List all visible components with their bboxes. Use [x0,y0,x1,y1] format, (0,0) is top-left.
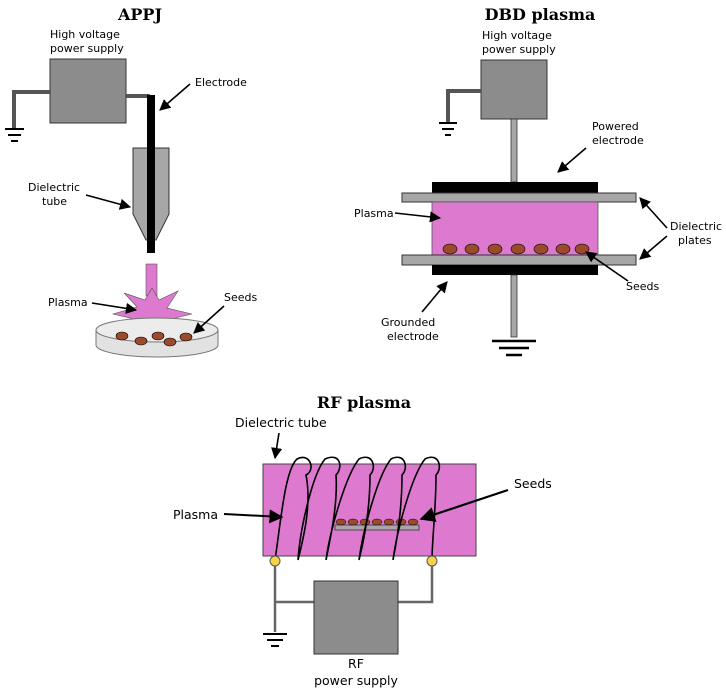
rf-seed [359,518,371,526]
appj-dielectric-label-line2: tube [42,195,67,208]
dbd-seeds [442,243,590,255]
dbd-dielectric-arrow-bottom [639,235,668,260]
dbd-dielectric-label-line2: plates [678,234,712,247]
appj-seed [179,332,193,342]
dbd-bottom-rod [510,274,518,338]
dbd-power-supply-box [480,59,548,120]
dbd-seed [464,243,480,255]
dbd-dielectric-label-line1: Dielectric [670,220,722,233]
dbd-power-label-line2: power supply [482,43,556,56]
appj-power-supply-box [49,58,127,124]
dbd-powered-arrow [557,147,587,173]
dbd-seeds-label: Seeds [626,280,660,293]
dbd-ground-wire [446,89,481,122]
appj-seeds [115,331,193,347]
dbd-seed [487,243,503,255]
rf-seeds-arrow [419,488,509,522]
dbd-grounded-label-line1: Grounded [381,316,435,329]
appj-ground-wire [12,90,50,128]
rf-title: RF plasma [317,393,411,412]
appj-seed [134,336,148,346]
dbd-power-label-line1: High voltage [482,29,552,42]
rf-seed [407,518,419,526]
dbd-grounded-label-line2: electrode [387,330,439,343]
appj-panel: APPJ High voltage power supply [5,5,258,358]
rf-seed [347,518,359,526]
dbd-seeds-arrow [585,251,629,282]
appj-seed [163,337,177,347]
appj-seeds-label: Seeds [224,291,258,304]
appj-seed [115,331,129,341]
dbd-panel: DBD plasma High voltage power supply [354,5,722,357]
rf-seed-tray [334,524,420,531]
dbd-title: DBD plasma [485,5,596,24]
rf-right-terminal [426,555,438,567]
dbd-seed [510,243,526,255]
rf-power-label-line1: RF [348,656,364,671]
rf-seeds-label: Seeds [514,476,552,491]
dbd-seed [555,243,571,255]
rf-seeds [335,518,419,526]
appj-ground-icon [5,128,24,142]
appj-seed [151,331,165,341]
dbd-plasma-arrow [394,211,442,223]
rf-coil [274,456,441,561]
dbd-ground-icon-top [439,122,457,136]
dbd-seed [533,243,549,255]
appj-electrode-label: Electrode [195,76,247,89]
appj-seeds-arrow [193,305,225,334]
dbd-top-rod [510,118,518,183]
dbd-ground-icon-bottom [492,339,536,357]
appj-electrode [147,95,155,253]
rf-power-label-line2: power supply [314,673,398,688]
rf-seed [383,518,395,526]
dbd-plasma-label: Plasma [354,207,394,220]
dbd-seed [442,243,458,255]
dbd-dielectric-arrow-top [639,197,668,229]
rf-ground-icon [263,633,287,647]
appj-dielectric-label-line1: Dielectric [28,181,80,194]
appj-power-label-line2: power supply [50,42,124,55]
appj-plasma-arrow [91,302,138,314]
rf-power-supply-box [313,580,399,655]
appj-title: APPJ [117,5,162,24]
rf-tube-label: Dielectric tube [235,415,327,430]
rf-seed [371,518,383,526]
rf-tube-arrow [271,432,283,460]
rf-plasma-arrow [223,509,284,524]
dbd-powered-electrode [432,182,598,193]
dbd-powered-label-line1: Powered [592,120,639,133]
appj-dielectric-arrow [85,194,132,210]
dbd-grounded-arrow [421,281,448,313]
rf-right-supply-wire [398,566,434,604]
rf-seed [335,518,347,526]
dbd-powered-label-line2: electrode [592,134,644,147]
appj-plasma-label: Plasma [48,296,88,309]
rf-left-terminal [269,555,281,567]
rf-panel: RF plasma Dielectric tube [173,393,552,688]
dbd-top-dielectric-plate [401,192,637,203]
appj-power-label-line1: High voltage [50,28,120,41]
dbd-grounded-electrode [432,265,598,275]
appj-electrode-arrow [159,83,191,111]
rf-plasma-label: Plasma [173,507,218,522]
dbd-bottom-dielectric-plate [401,254,637,266]
